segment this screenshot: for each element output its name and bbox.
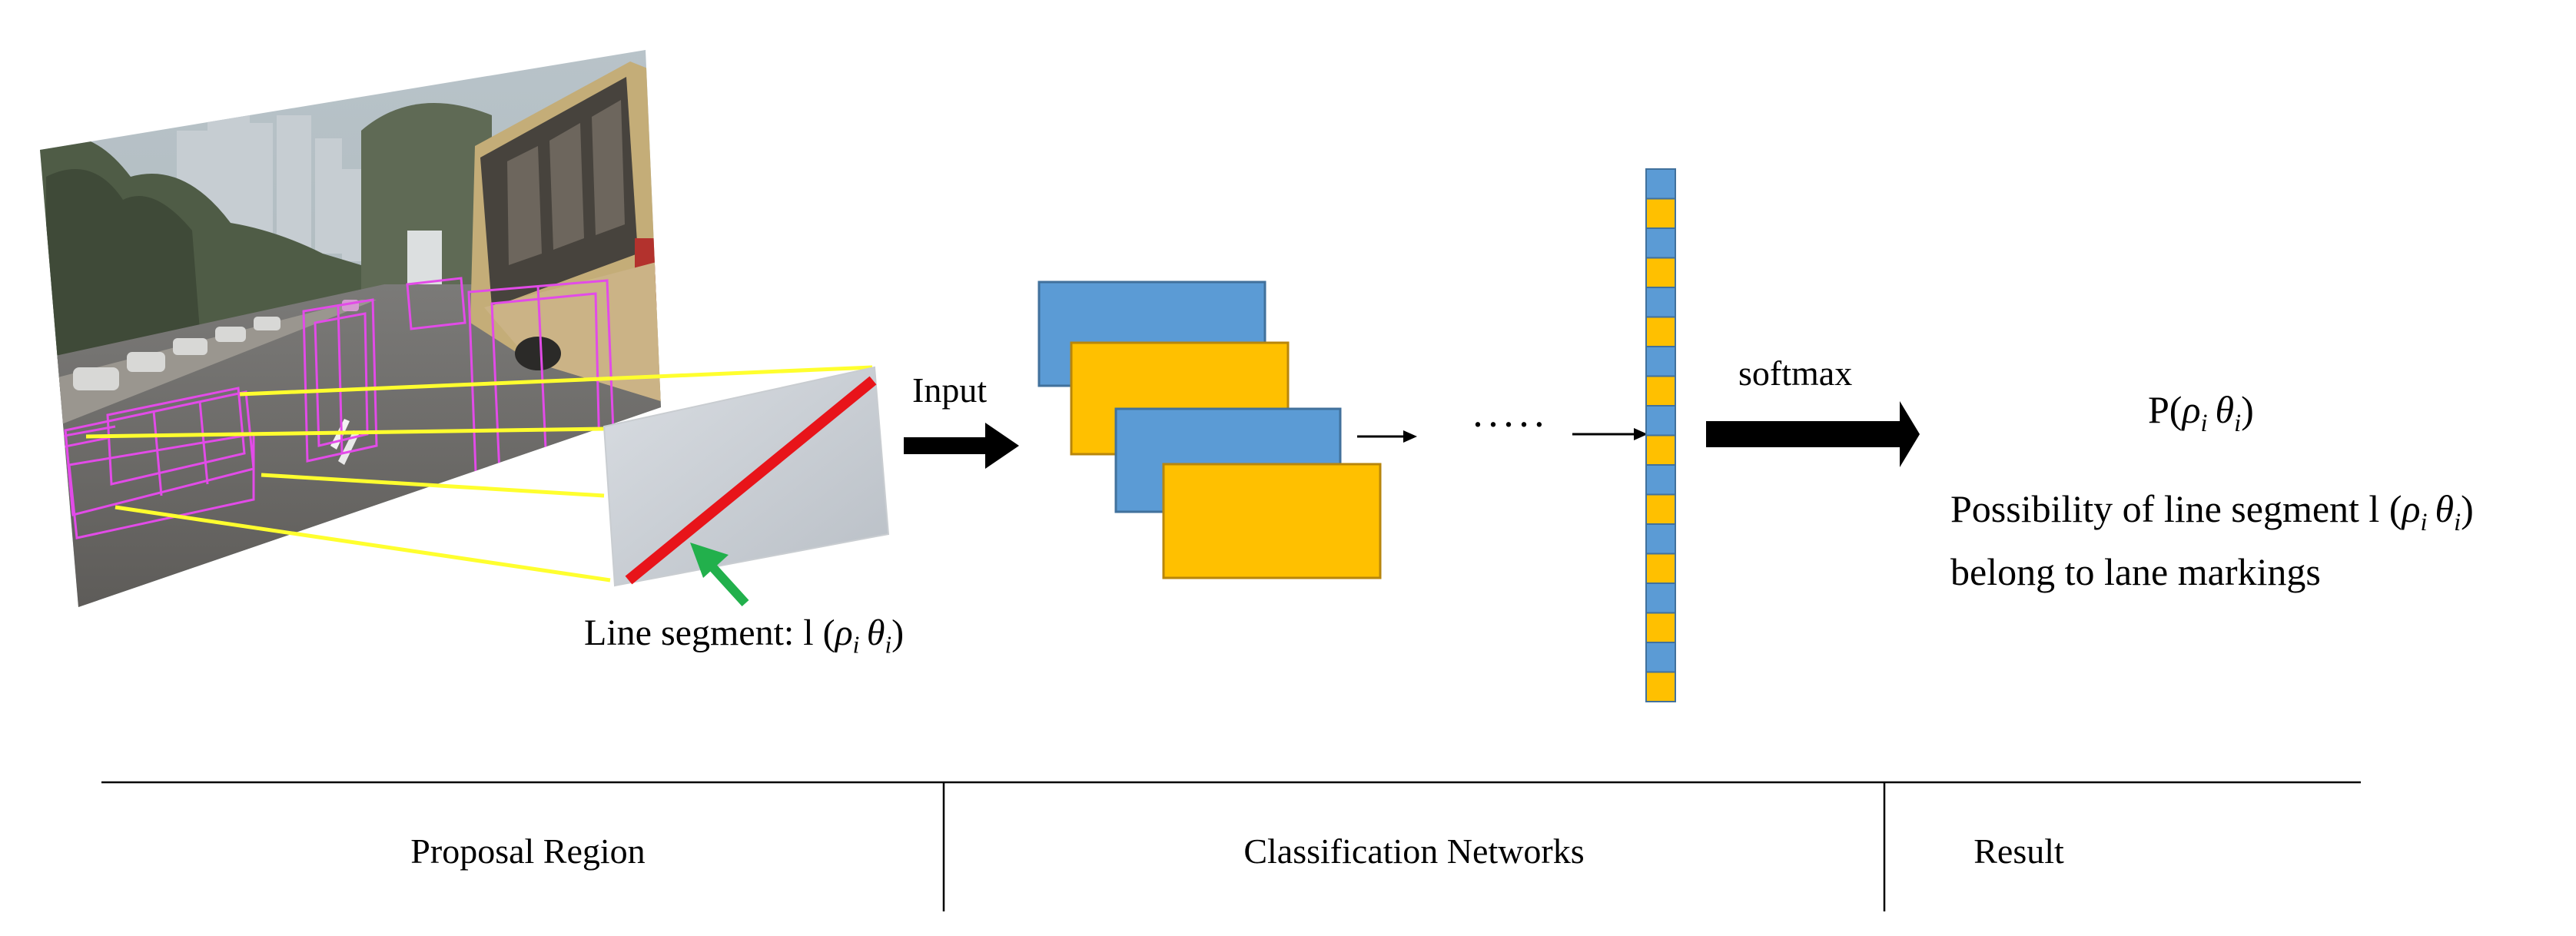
section-result: Result: [1973, 831, 2064, 871]
section-divider: [101, 781, 2361, 911]
feature-vector-cell: [1645, 553, 1676, 584]
feature-vector-cell: [1645, 346, 1676, 377]
green-arrow-icon: [690, 543, 749, 607]
ellipsis-dots: ·····: [1471, 401, 1548, 447]
feature-vector-cell: [1645, 523, 1676, 555]
feature-vector: [1645, 168, 1676, 702]
section-proposal-region: Proposal Region: [410, 831, 646, 871]
feature-vector-cell: [1645, 316, 1676, 347]
feature-maps: [1037, 280, 1382, 579]
street-photo: [40, 50, 661, 607]
probability-label: P(ρi θi): [2148, 388, 2254, 437]
feature-vector-cell: [1645, 464, 1676, 496]
feature-vector-cell: [1645, 168, 1676, 200]
feature-map-4: [1162, 463, 1382, 579]
feature-vector-cell: [1645, 287, 1676, 318]
feature-vector-cell: [1645, 642, 1676, 673]
result-desc-line1: Possibility of line segment l (ρi θi): [1950, 487, 2474, 536]
feature-vector-cell: [1645, 583, 1676, 614]
line-segment-red: [625, 376, 877, 585]
result-description: Possibility of line segment l (ρi θi) be…: [1950, 484, 2474, 596]
bus: [470, 61, 661, 403]
feature-vector-cell: [1645, 375, 1676, 407]
input-arrow-icon: [904, 423, 1019, 469]
line-segment-label: Line segment: l (ρi θi): [584, 612, 905, 659]
feature-vector-cell: [1645, 227, 1676, 259]
softmax-arrow-icon: [1706, 401, 1920, 467]
result-desc-line2: belong to lane markings: [1950, 550, 2321, 593]
feature-vector-cell: [1645, 493, 1676, 525]
feature-vector-cell: [1645, 612, 1676, 643]
projection-lines: [85, 365, 873, 583]
feature-vector-cell: [1645, 197, 1676, 229]
feature-vector-cell: [1645, 405, 1676, 436]
feature-vector-cell: [1645, 671, 1676, 702]
softmax-label: softmax: [1738, 353, 1853, 393]
thin-arrow-1: [1357, 430, 1417, 443]
proposal-boxes: [40, 277, 616, 539]
input-label: Input: [912, 370, 988, 410]
patch-image: [603, 366, 890, 587]
feature-vector-cell: [1645, 434, 1676, 466]
feature-vector-cell: [1645, 257, 1676, 288]
section-classification-networks: Classification Networks: [1243, 831, 1585, 871]
thin-arrow-2: [1572, 428, 1648, 440]
